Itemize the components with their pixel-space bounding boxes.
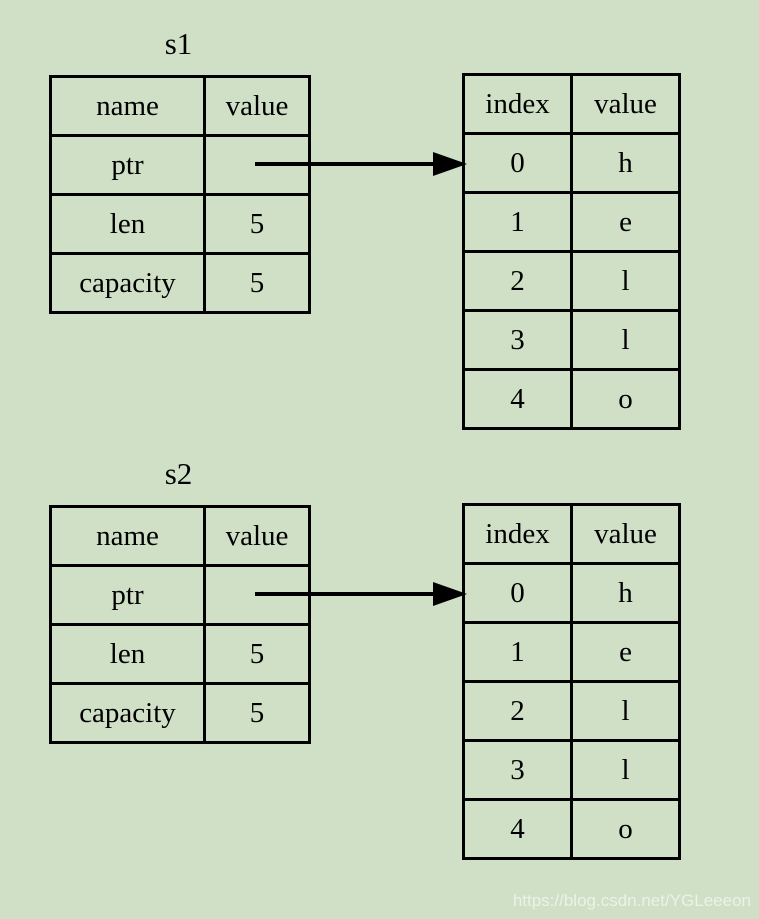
s1-heap-value-4: o xyxy=(570,368,681,430)
s2-heap-value-0: h xyxy=(570,562,681,624)
s2-heap-index-3: 3 xyxy=(462,739,573,801)
s1-ptr-arrow xyxy=(255,152,467,176)
s1-row-len: len 5 xyxy=(49,193,311,255)
s2-heap-value-2: l xyxy=(570,680,681,742)
s1-header-row: name value xyxy=(49,75,311,137)
s2-ptr-arrow-line xyxy=(255,592,435,596)
s2-row-len: len 5 xyxy=(49,623,311,685)
s1-heap-value-0: h xyxy=(570,132,681,194)
s2-header-value: value xyxy=(203,505,311,567)
s2-heap-header-row: index value xyxy=(462,503,681,565)
s2-ptr-arrow xyxy=(255,582,467,606)
s1-ptr-name: ptr xyxy=(49,134,206,196)
s2-title: s2 xyxy=(164,456,193,491)
s2-heap-index-2: 2 xyxy=(462,680,573,742)
s2-heap-header-value: value xyxy=(570,503,681,565)
s1-heap-header-value: value xyxy=(570,73,681,135)
s1-heap-value-3: l xyxy=(570,309,681,371)
s1-heap-value-1: e xyxy=(570,191,681,253)
s2-heap-value-3: l xyxy=(570,739,681,801)
s1-ptr-arrow-head xyxy=(433,152,467,176)
s2-heap-index-0: 0 xyxy=(462,562,573,624)
csdn-watermark: https://blog.csdn.net/YGLeeeon xyxy=(512,891,751,910)
s2-capacity-value: 5 xyxy=(203,682,311,744)
s1-heap-index-0: 0 xyxy=(462,132,573,194)
s1-heap-row-1: 1 e xyxy=(462,191,681,253)
s2-heap-header-index: index xyxy=(462,503,573,565)
s2-heap-row-2: 2 l xyxy=(462,680,681,742)
s2-heap-row-1: 1 e xyxy=(462,621,681,683)
s2-len-name: len xyxy=(49,623,206,685)
s1-capacity-value: 5 xyxy=(203,252,311,314)
s1-heap-row-4: 4 o xyxy=(462,368,681,430)
s2-heap-row-0: 0 h xyxy=(462,562,681,624)
s1-capacity-name: capacity xyxy=(49,252,206,314)
s1-heap-header-row: index value xyxy=(462,73,681,135)
s1-heap-index-1: 1 xyxy=(462,191,573,253)
s1-title: s1 xyxy=(164,26,193,61)
s1-heap-row-2: 2 l xyxy=(462,250,681,312)
s1-heap-index-3: 3 xyxy=(462,309,573,371)
s1-heap-index-2: 2 xyxy=(462,250,573,312)
s1-len-name: len xyxy=(49,193,206,255)
s2-heap-value-4: o xyxy=(570,798,681,860)
s1-header-name: name xyxy=(49,75,206,137)
s1-heap-header-index: index xyxy=(462,73,573,135)
s2-header-name: name xyxy=(49,505,206,567)
s2-row-capacity: capacity 5 xyxy=(49,682,311,744)
s2-ptr-name: ptr xyxy=(49,564,206,626)
s1-ptr-arrow-line xyxy=(255,162,435,166)
s1-heap-index-4: 4 xyxy=(462,368,573,430)
s2-ptr-arrow-head xyxy=(433,582,467,606)
s1-stack-table: name value ptr len 5 capacity 5 xyxy=(49,75,311,314)
s1-heap-row-3: 3 l xyxy=(462,309,681,371)
s2-stack-table: name value ptr len 5 capacity 5 xyxy=(49,505,311,744)
s2-len-value: 5 xyxy=(203,623,311,685)
s2-header-row: name value xyxy=(49,505,311,567)
s1-row-capacity: capacity 5 xyxy=(49,252,311,314)
s1-heap-value-2: l xyxy=(570,250,681,312)
s1-heap-table: index value 0 h 1 e 2 l 3 l 4 o xyxy=(462,73,681,430)
s1-header-value: value xyxy=(203,75,311,137)
s1-len-value: 5 xyxy=(203,193,311,255)
s1-heap-row-0: 0 h xyxy=(462,132,681,194)
s2-heap-table: index value 0 h 1 e 2 l 3 l 4 o xyxy=(462,503,681,860)
s2-heap-value-1: e xyxy=(570,621,681,683)
s2-heap-index-1: 1 xyxy=(462,621,573,683)
s2-heap-row-3: 3 l xyxy=(462,739,681,801)
s2-heap-row-4: 4 o xyxy=(462,798,681,860)
s2-capacity-name: capacity xyxy=(49,682,206,744)
s2-heap-index-4: 4 xyxy=(462,798,573,860)
